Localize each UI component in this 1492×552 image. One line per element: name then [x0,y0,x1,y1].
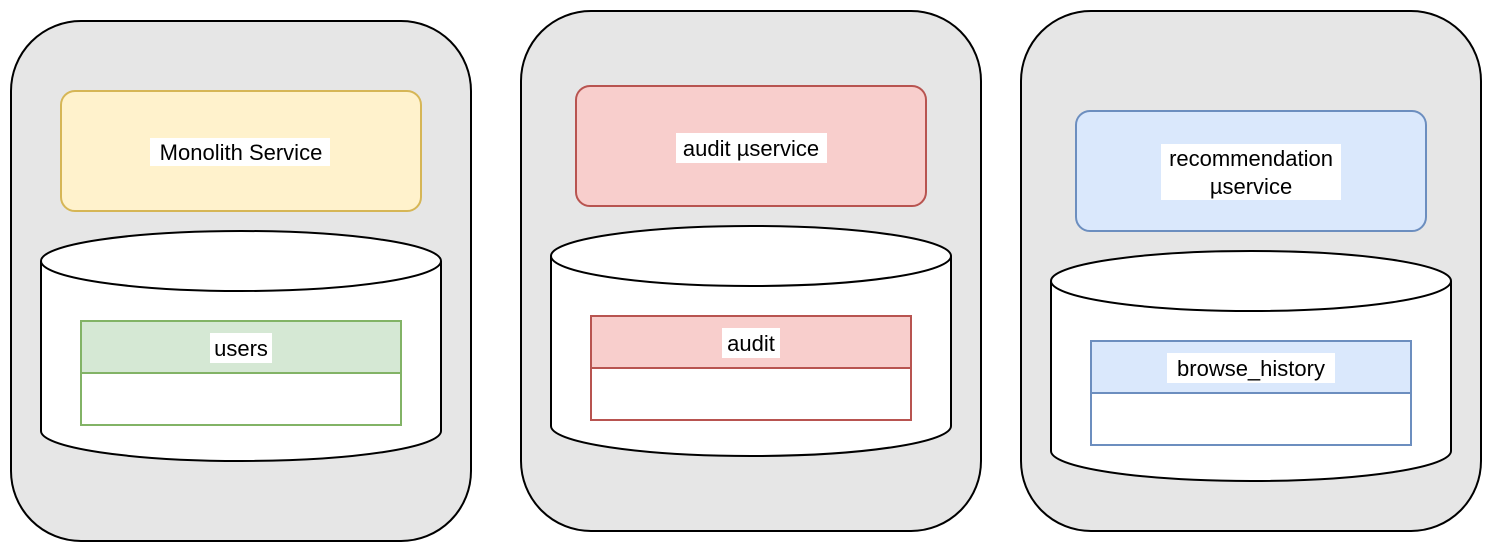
audit-group: audit µservice audit [520,10,982,532]
browse-history-table-body [1090,392,1412,446]
audit-table-label-bg [722,328,780,358]
users-table-body [80,372,402,426]
audit-table: audit [590,315,912,421]
monolith-service-label-bg [150,138,330,166]
browse-history-table-label-bg [1167,353,1335,383]
recommendation-service-label-line2: µservice [1210,174,1292,199]
audit-service-label-bg [676,133,827,163]
monolith-group: Monolith Service users [10,20,472,542]
recommendation-service-label-line1: recommendation [1169,146,1333,171]
audit-service-label: audit µservice [683,136,819,161]
browse-history-table-label: browse_history [1177,356,1325,381]
audit-table-label: audit [727,331,775,356]
users-table-label: users [214,336,268,361]
monolith-service-box: Monolith Service [60,90,422,212]
audit-table-body [590,367,912,421]
recommendation-service-box: recommendation µservice [1075,110,1427,232]
recommendation-group: recommendation µservice browse_history [1020,10,1482,532]
users-table: users [80,320,402,426]
recommendation-service-label-bg [1161,144,1341,200]
monolith-service-label: Monolith Service [160,140,323,165]
audit-service-box: audit µservice [575,85,927,207]
users-table-label-bg [210,333,272,363]
browse-history-table: browse_history [1090,340,1412,446]
